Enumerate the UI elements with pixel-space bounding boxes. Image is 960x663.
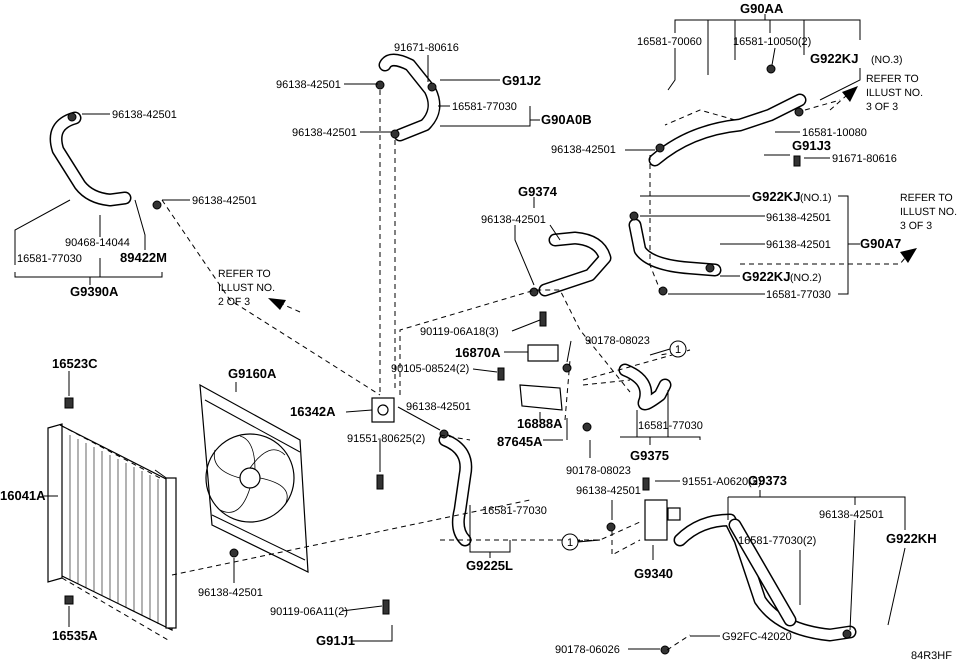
label-g922kj-no2: G922KJ: [742, 269, 790, 284]
label-90178-06026: 90178-06026: [555, 644, 620, 656]
label-g91j3: G91J3: [792, 138, 831, 153]
label-g9225l: G9225L: [466, 558, 513, 573]
cushion-16535a-part: [64, 595, 74, 605]
callout-1a-text: 1: [675, 344, 681, 356]
label-g922kh: G922KH: [886, 531, 937, 546]
diagram-code: 84R3HF: [911, 650, 952, 662]
label-g90a7: G90A7: [860, 236, 901, 251]
label-16888a: 16888A: [517, 416, 563, 431]
label-g9340: G9340: [634, 566, 673, 581]
label-g9375: G9375: [630, 448, 669, 463]
refer-c-line2: ILLUST NO.: [218, 282, 275, 294]
label-96138-left2: 96138-42501: [192, 195, 257, 207]
bracket-16888a: [519, 384, 563, 411]
hose-g90aa: [648, 93, 807, 167]
label-96138-d: 96138-42501: [576, 485, 641, 497]
label-87645a: 87645A: [497, 434, 543, 449]
hose-g9374: [538, 231, 612, 297]
label-g91j1: G91J1: [316, 633, 355, 648]
label-g91j2: G91J2: [502, 73, 541, 88]
label-g922kj-no3: G922KJ: [810, 51, 858, 66]
label-90119-06a18: 90119-06A18(3): [420, 326, 499, 338]
label-16581-77030-left: 16581-77030: [17, 253, 82, 265]
label-g922kj-no2-suffix: (NO.2): [790, 272, 822, 284]
refer-b-line2: ILLUST NO.: [900, 206, 957, 218]
label-16581-10080: 16581-10080: [802, 127, 867, 139]
arrow-refer-2of3: [268, 298, 301, 313]
label-g92fc-42020: G92FC-42020: [722, 631, 792, 643]
radiator: [47, 423, 177, 641]
label-90178-b: 90178-08023: [566, 465, 631, 477]
refer-b-line3: 3 OF 3: [900, 220, 932, 232]
label-16535a: 16535A: [52, 628, 98, 643]
refer-c-line1: REFER TO: [218, 268, 271, 280]
label-16581-77030-c: 16581-77030: [482, 505, 547, 517]
label-g90aa: G90AA: [740, 1, 784, 16]
label-g922kj-no1-suffix: (NO.1): [800, 192, 832, 204]
label-16581-70060: 16581-70060: [637, 36, 702, 48]
callout-1b-text: 1: [567, 537, 573, 549]
label-96138-r1: 96138-42501: [766, 212, 831, 224]
arrow-refer-3of3-top: [829, 86, 858, 111]
hose-top-g90a0b: [378, 53, 441, 142]
label-g922kj-no3-suffix: (NO.3): [871, 54, 903, 66]
label-16581-10050: 16581-10050(2): [733, 36, 811, 48]
bolts: [376, 155, 801, 615]
label-g9160a: G9160A: [228, 366, 277, 381]
label-96138-tr: 96138-42501: [551, 144, 616, 156]
refer-a-line2: ILLUST NO.: [866, 87, 923, 99]
label-96138-r2: 96138-42501: [766, 239, 831, 251]
label-96138-top2: 96138-42501: [292, 127, 357, 139]
label-91551-a0620: 91551-A0620(2): [682, 476, 762, 488]
label-90119-06a11: 90119-06A11(2): [270, 606, 348, 618]
refer-a-line1: REFER TO: [866, 73, 919, 85]
refer-a-line3: 3 OF 3: [866, 101, 898, 113]
label-g9374: G9374: [518, 184, 558, 199]
label-90105-08524: 90105-08524(2): [391, 363, 469, 375]
label-91671-right: 91671-80616: [832, 153, 897, 165]
label-91671-top: 91671-80616: [394, 42, 459, 54]
label-g9390a: G9390A: [70, 284, 119, 299]
label-g9373: G9373: [748, 473, 787, 488]
label-16581-77030-g9375: 16581-77030: [638, 420, 703, 432]
label-16342a: 16342A: [290, 404, 336, 419]
label-16581-77030-r: 16581-77030: [766, 289, 831, 301]
hose-g9373: [673, 513, 857, 642]
label-91551-80625: 91551-80625(2): [347, 433, 425, 445]
drain-plug-16523c-part: [64, 397, 74, 409]
label-16581-77030-top: 16581-77030: [452, 101, 517, 113]
label-g922kj-no1: G922KJ: [752, 189, 800, 204]
hose-g9375: [618, 363, 672, 411]
label-89422m: 89422M: [120, 250, 167, 265]
bracket-g9340: [644, 499, 681, 541]
water-outlet-16342a: [371, 397, 395, 423]
label-16870a: 16870A: [455, 345, 501, 360]
hose-left-g9390a: [49, 111, 132, 207]
label-96138-left1: 96138-42501: [112, 109, 177, 121]
clamps: [67, 64, 852, 655]
label-16041a: 16041A: [0, 488, 46, 503]
label-16523c: 16523C: [52, 356, 98, 371]
bracket-16870a: [527, 344, 559, 362]
refer-b-line1: REFER TO: [900, 192, 953, 204]
arrow-refer-3of3-mid: [900, 248, 917, 263]
label-g90a0b: G90A0B: [541, 112, 592, 127]
dashed-connections: [161, 90, 906, 651]
refer-c-line3: 2 OF 3: [218, 296, 250, 308]
fan-shroud: [199, 383, 309, 573]
hose-g9225l: [438, 433, 473, 547]
label-90468-14044: 90468-14044: [65, 237, 130, 249]
label-96138-top1: 96138-42501: [276, 79, 341, 91]
label-96138-f: 96138-42501: [198, 587, 263, 599]
label-96138-c: 96138-42501: [406, 401, 471, 413]
label-96138-mid: 96138-42501: [481, 214, 546, 226]
label-96138-e: 96138-42501: [819, 509, 884, 521]
label-16581-77030-2: 16581-77030(2): [738, 535, 816, 547]
leader-lines: [14, 14, 906, 650]
label-90178-a: 90178-08023: [585, 335, 650, 347]
hose-g90a7: [628, 218, 722, 277]
